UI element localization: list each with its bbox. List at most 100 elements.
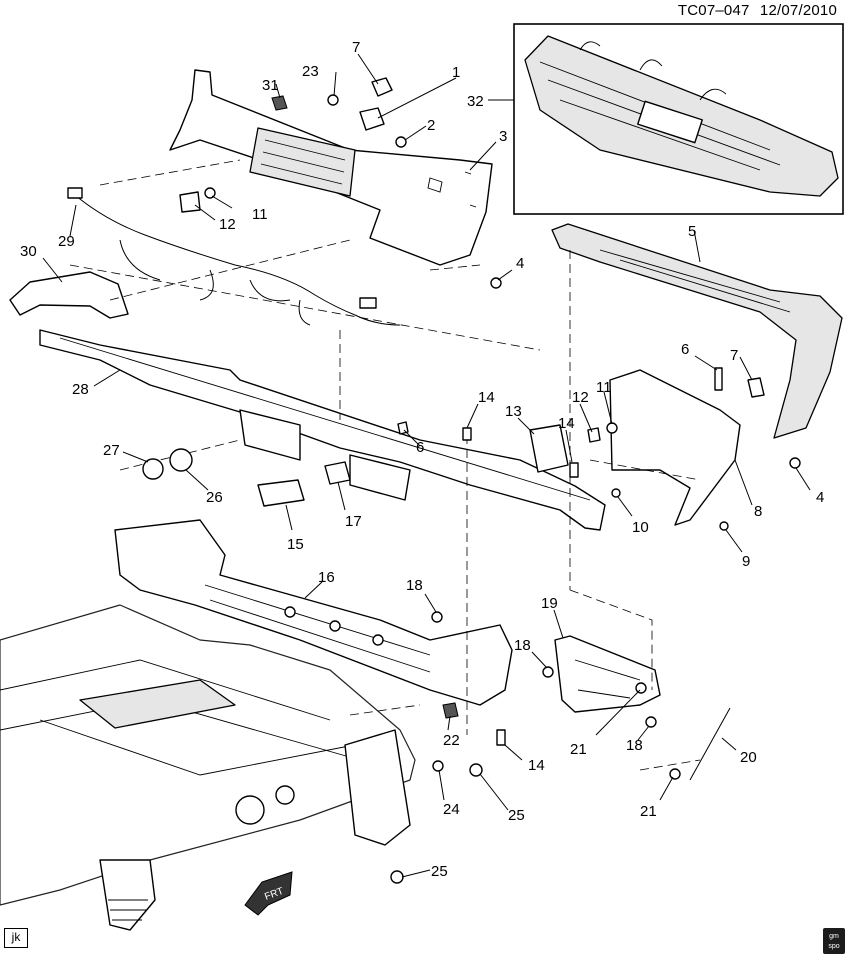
- callout-14c: 14: [528, 757, 545, 774]
- leader-12a: [194, 204, 216, 221]
- hitch-receiver-outline: [114, 519, 513, 706]
- frame-jounce-bumper: [99, 859, 156, 931]
- part-14-bolt-c: [496, 729, 506, 746]
- part-14-bolt-b: [569, 462, 579, 478]
- callout-25b: 25: [431, 863, 448, 880]
- guide-line-9: [349, 704, 421, 716]
- gm-spo-badge: gm spo: [823, 928, 845, 954]
- part-4-fastener-side: [789, 457, 801, 469]
- part-26-grommet: [169, 448, 193, 472]
- leader-17: [337, 481, 346, 511]
- callout-19: 19: [541, 595, 558, 612]
- leader-29: [69, 204, 77, 237]
- brace-rod: [689, 707, 731, 781]
- hitch-hole-3: [372, 634, 384, 646]
- callout-14a: 14: [478, 389, 495, 406]
- callout-16: 16: [318, 569, 335, 586]
- harness-connector-b: [359, 297, 377, 309]
- callout-32: 32: [467, 93, 484, 110]
- callout-27: 27: [103, 442, 120, 459]
- callout-18a: 18: [406, 577, 423, 594]
- hitch-receiver-tube: [204, 584, 431, 673]
- part-24-washer: [432, 760, 444, 772]
- leader-30: [42, 257, 63, 283]
- leader-23: [333, 71, 337, 97]
- guide-line-11: [589, 459, 701, 481]
- part-23-clip: [327, 94, 339, 106]
- harness-connector-a: [67, 187, 83, 199]
- callout-26: 26: [206, 489, 223, 506]
- illustration-code: TC07–047: [677, 2, 750, 19]
- part-11-grommet-right: [606, 422, 618, 434]
- callout-21a: 21: [570, 741, 587, 758]
- part-12-connector: [179, 191, 201, 213]
- part-4-fastener-top: [490, 277, 502, 289]
- leader-2: [404, 125, 427, 141]
- callout-1: 1: [452, 64, 460, 81]
- callout-18b: 18: [514, 637, 531, 654]
- guide-line-3: [109, 239, 351, 301]
- callout-22: 22: [443, 732, 460, 749]
- guide-line-10: [639, 759, 701, 771]
- callout-10: 10: [632, 519, 649, 536]
- impact-bar-outline: [39, 329, 606, 531]
- callout-12a: 12: [219, 216, 236, 233]
- callout-5: 5: [688, 223, 696, 240]
- inset-assembled-bumper: [513, 23, 844, 215]
- guide-line-12: [429, 264, 481, 271]
- part-12-connector-right: [587, 427, 601, 443]
- guide-line-2: [69, 264, 541, 351]
- callout-7a: 7: [352, 39, 360, 56]
- callout-11b: 11: [596, 379, 612, 396]
- callout-4b: 4: [816, 489, 824, 506]
- inset-wiring: [579, 41, 727, 101]
- illustration-date: 12/07/2010: [759, 2, 837, 19]
- leader-21b: [659, 776, 674, 801]
- leader-18b: [531, 651, 548, 669]
- leader-25a: [479, 773, 509, 811]
- guide-line-1: [99, 159, 241, 186]
- side-brace: [554, 635, 661, 713]
- leader-20: [721, 737, 737, 751]
- leader-9: [725, 529, 743, 553]
- part-10-nut: [611, 488, 621, 498]
- impact-bar: [39, 329, 606, 531]
- alignment-lines: [69, 159, 701, 771]
- wiring-harness: [67, 187, 401, 326]
- leader-18a: [424, 593, 437, 613]
- part-7-clip-side: [747, 377, 765, 398]
- part-15-pigtail: [257, 479, 305, 507]
- frame-jounce-ribs: [108, 899, 148, 921]
- callout-23: 23: [302, 63, 319, 80]
- callout-17: 17: [345, 513, 362, 530]
- callout-31: 31: [262, 77, 279, 94]
- part-22-nut-plate: [442, 702, 459, 719]
- callout-29: 29: [58, 233, 75, 250]
- bumper-end-cap: [609, 369, 741, 526]
- leader-7a: [357, 53, 379, 85]
- part-25-bolt-b: [390, 870, 404, 884]
- part-9-screw: [719, 521, 729, 531]
- part-21-washer-a: [635, 682, 647, 694]
- part-18-nut-a: [431, 611, 443, 623]
- leader-6a: [694, 355, 718, 371]
- impact-bar-edge: [59, 337, 591, 501]
- leader-31: [275, 83, 281, 99]
- fascia-grille-slats: [260, 139, 346, 185]
- callout-11a: 11: [252, 206, 268, 223]
- leader-12b: [579, 403, 593, 433]
- front-direction-arrow: FRT: [244, 871, 293, 916]
- frame-main-rail: [0, 604, 416, 906]
- harness-branches: [119, 239, 311, 326]
- leader-5: [693, 229, 701, 263]
- hitch-hole-1: [284, 606, 296, 618]
- leader-14a: [466, 403, 479, 429]
- hitch-hole-2: [329, 620, 341, 632]
- leader-26: [185, 469, 209, 491]
- callout-25a: 25: [508, 807, 525, 824]
- part-17-bracket: [324, 461, 351, 485]
- callout-18c: 18: [626, 737, 643, 754]
- frt-arrow-shape: [244, 871, 293, 916]
- leader-28: [93, 369, 121, 387]
